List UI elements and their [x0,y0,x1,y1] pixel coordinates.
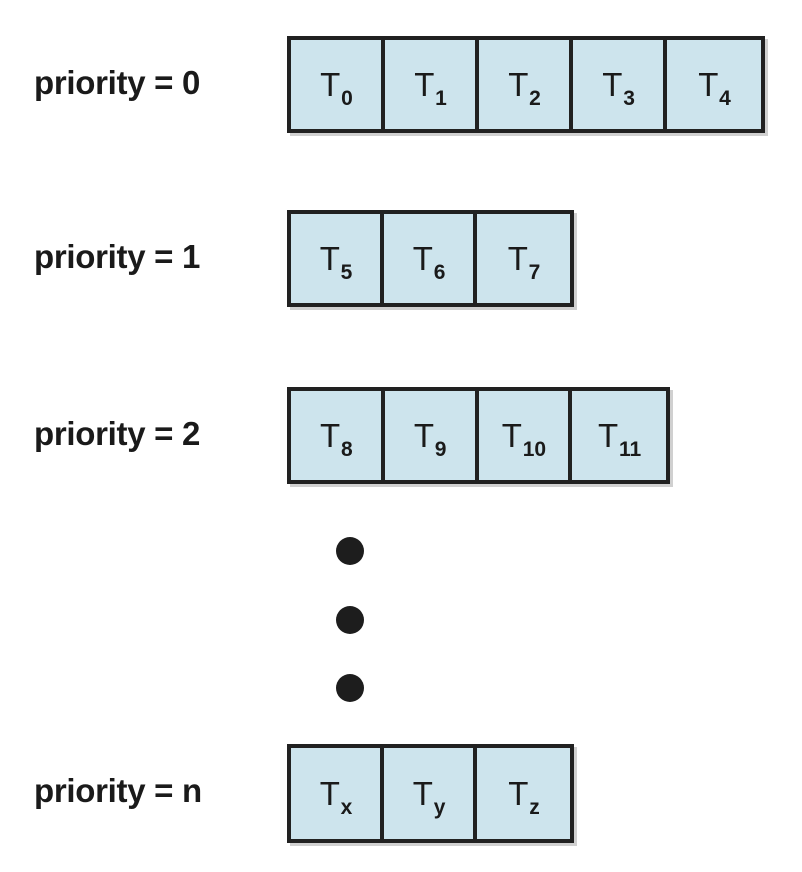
queue-row-priority-2: T8 T9 T10 T11 [287,387,670,484]
task-label: T4 [698,66,731,110]
task-cell[interactable]: T4 [667,40,761,129]
task-cell[interactable]: T6 [384,214,478,303]
task-cell[interactable]: T7 [477,214,570,303]
queue-row-priority-n: Tx Ty Tz [287,744,574,843]
queue-row-priority-0: T0 T1 T2 T3 T4 [287,36,765,133]
task-cell[interactable]: T8 [291,391,385,480]
task-cell[interactable]: T1 [385,40,480,129]
task-label: T5 [319,240,353,284]
task-label: Tz [508,775,540,819]
task-cell[interactable]: Ty [384,748,478,839]
task-cell[interactable]: T11 [572,391,666,480]
task-label: Ty [412,775,446,819]
priority-label-1: priority = 1 [34,238,201,275]
task-label: T8 [320,417,353,461]
priority-label-0: priority = 0 [34,64,201,101]
priority-label-2: priority = 2 [34,415,201,452]
task-cell[interactable]: T3 [573,40,668,129]
task-label: T3 [602,66,635,110]
queue-row-priority-1: T5 T6 T7 [287,210,574,307]
task-label: T1 [414,66,447,110]
task-cell[interactable]: Tx [291,748,385,839]
task-label: Tx [319,775,353,819]
task-label: T2 [508,66,541,110]
task-cell[interactable]: T9 [384,391,479,480]
task-label: T9 [413,417,447,461]
task-label: T0 [320,66,353,110]
task-cell[interactable]: T0 [291,40,386,129]
task-cell[interactable]: T10 [478,391,573,480]
task-cell[interactable]: Tz [477,748,570,839]
task-label: T6 [412,240,446,284]
task-label: T7 [507,240,541,284]
task-label: T10 [501,417,547,461]
ellipsis-dot-icon [336,537,364,565]
task-label: T11 [598,417,642,461]
ellipsis-dot-icon [336,674,364,702]
ellipsis-dot-icon [336,606,364,634]
task-cell[interactable]: T2 [479,40,574,129]
task-cell[interactable]: T5 [291,214,385,303]
priority-label-n: priority = n [34,772,202,809]
